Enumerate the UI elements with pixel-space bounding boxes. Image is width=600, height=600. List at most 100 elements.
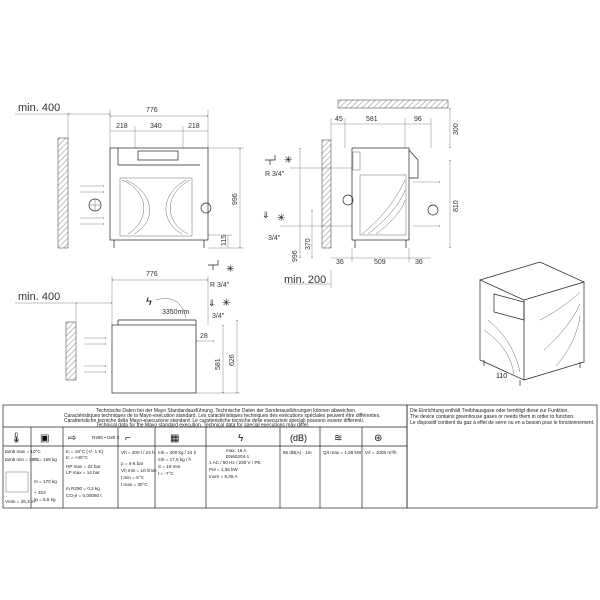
side-fan-icon-right [427,204,439,216]
top-wall-hatch [65,321,77,381]
heat-icon: ≋ [334,433,342,444]
top-drain-label: 3/4" [212,313,225,320]
side-drain-icon: ⇓ [262,210,270,220]
side-right-height-dim: 810 [453,200,460,212]
ice-production-icon: ▦ [170,433,179,444]
front-width-dim: 776 [146,107,158,114]
front-airflow-arrows [80,185,105,225]
side-height-dim: 996 [292,250,299,262]
top-side-offset-dim: 28 [200,333,208,340]
col3-line-5: m R290 = 0,2 kg [66,486,100,491]
table-header-line-1: Technische Daten bei der Mayo Standardau… [96,408,356,414]
noise-icon: (dB) [290,433,307,443]
col3-line-4: LP max = 14 bar [66,470,100,475]
col5-line-2: mh = 17,5 kg / h [158,457,192,462]
side-bottom-dim-1: 36 [336,259,344,266]
side-drain-label: 3/4" [268,235,281,242]
top-power-icon: ϟ [146,296,152,308]
side-bottom-dim-2: 509 [374,259,386,266]
front-height-dim: 996 [232,193,239,205]
col3-line-1: tc = 18°C (+/- 1 K) [66,449,104,454]
col5-line-3: S = 19 mm [158,464,181,469]
refrigerant-icon: ⇨ [68,433,76,444]
top-cold-icon-2: ✳ [222,298,230,309]
weight-icon: ▣ [40,433,49,444]
col5-line-1: mh = 400 kg / 24 h [158,450,197,455]
airflow-icon: ⊛ [374,433,382,444]
side-top-dim-1: 45 [335,116,343,123]
front-view: min. 400 776 218 340 218 [15,102,244,249]
power-icon: ϟ [238,433,244,444]
col1-line-2: tamb min = 38°C [5,457,40,462]
front-foot-height-dim: 115 [221,235,228,246]
front-machine-body [109,147,209,241]
col4-line-4: t min = 5°C [121,475,145,480]
water-tap-icon: ⌐ [125,433,131,444]
col7-line-1: 65 dB(A) - 1m [283,450,312,455]
col2-line-1: m = 165 kg [34,457,57,462]
front-fan-icon-right [200,202,212,214]
front-seg-left: 218 [116,123,128,130]
col6-line-5: Inom = 8,36 A [209,474,238,479]
col2c-line-2: m = 6,5 kg [34,497,56,502]
col4-line-5: t max = 30°C [121,482,148,487]
col8-line-1: Q/t max = 1,59 kW [323,450,362,455]
side-water-inlet-label: R 3/4" [265,171,285,178]
tech-data-table: Technische Daten bei der Mayo Standardau… [2,404,598,509]
front-seg-mid: 340 [150,123,162,130]
thermometer-icon: 🌡 [10,432,23,444]
isometric-view: 110 [479,261,585,386]
col4-line-1: Vh = 400 l / 24 h [121,450,155,455]
col3-line-3: HP max = 22 bar [66,464,101,469]
col2c-line-1: + 323 [34,490,46,495]
side-top-clearance: 300 [453,123,460,135]
table-note-line-1: Die Einrichtung enthält Treibhausgase od… [410,408,569,414]
side-inlet-height-dim: 370 [305,238,312,250]
side-water-tap-icon [265,155,276,165]
side-ceiling-hatch [337,99,449,109]
col4-line-2: p = 4-6 bar [121,461,144,466]
side-top-dim-2: 581 [366,116,378,123]
front-wall-hatch [57,137,69,249]
iso-model-label: 110 [496,373,507,380]
side-cold-icon-2: ✳ [277,213,285,224]
table-note-line-2: The device contains greenhouse gases or … [410,414,575,420]
side-view: 45 581 96 300 R 3/4" ✳ ⇓ ✳ 3/4" 996 370 [262,99,460,288]
side-fan-icon-left [342,194,354,206]
table-header-line-4: Technical data for the Mayo standard exe… [96,423,309,429]
col6-line-3: 1 AC / 50 Hz / 230 V / PE [209,460,261,465]
refrigerant-label: R290 • Delt 3 [92,435,120,440]
col6-line-2: EN60204-1 [226,454,250,459]
side-machine-body [351,147,410,241]
top-cable-length: 3350mm [162,309,189,316]
top-machine-body [111,324,197,394]
col4-line-3: Vh min = 10 l/min [121,468,157,473]
top-min-clearance: min. 400 [18,291,60,303]
top-depth-dim-1: 581 [215,358,222,370]
side-wall-hatch [321,139,332,249]
front-min-clearance: min. 400 [18,102,60,114]
side-min-clearance: min. 200 [284,274,326,286]
col1-line-1: tamb max = 10°C [5,449,41,454]
top-drain-icon: ⇓ [208,298,216,308]
col2b-line-1: m = 170 kg [34,479,57,484]
col6-line-4: Pel = 1,36 kW [209,467,238,472]
col3-line-2: tc = +40°C [66,455,88,460]
top-view: min. 400 776 ϟ 3350mm ✳ R 3/4" ⇓ ✳ 3/4" … [15,260,240,394]
col6-line-1: max. 16 A [226,448,247,453]
table-note-line-3: Le dispositif contient du gaz à effet de… [410,420,594,426]
side-top-dim-3: 96 [414,116,422,123]
top-water-inlet-label: R 3/4" [210,282,230,289]
col9-line-1: V/t = 1005 m³/h [365,450,397,455]
front-seg-right: 218 [188,123,200,130]
top-water-tap-icon [208,260,219,270]
table-header-line-2: Caractéristiques techniques de la Mayo-e… [64,413,380,419]
col3-line-6: CO₂e = 0,00060 t [66,493,102,498]
top-width-dim: 776 [146,271,158,278]
col1b-line-1: Vmin = 26,3 m³ [5,499,37,504]
top-cold-icon-1: ✳ [226,264,234,275]
side-cold-icon-1: ✳ [284,155,292,166]
top-depth-dim-2: 626 [229,354,236,366]
front-grille [119,177,193,237]
